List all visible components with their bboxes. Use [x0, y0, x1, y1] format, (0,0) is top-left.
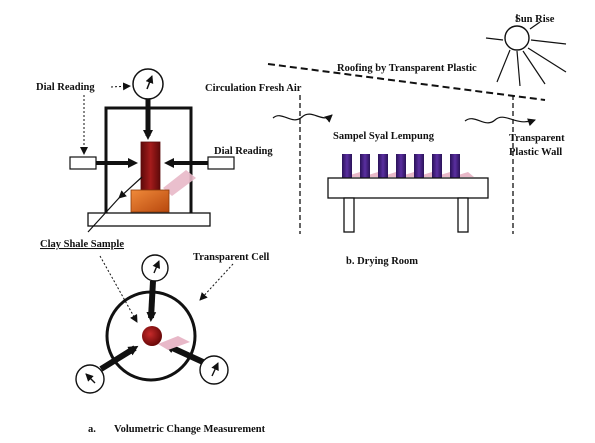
sample-pointer-arrow: [118, 176, 143, 199]
roof-line: [267, 63, 546, 101]
sample-base-block: [130, 189, 170, 213]
drying-room-caption: b. Drying Room: [346, 256, 418, 267]
clay-shale-sample-label: Clay Shale Sample: [40, 239, 124, 250]
volumetric-caption: Volumetric Change Measurement: [114, 424, 266, 435]
transparent-wall-label-1: Transparent: [509, 133, 565, 144]
sample-pointer-line: [87, 197, 120, 233]
sample-callout-arrow: [99, 255, 138, 323]
circulation-label: Circulation Fresh Air: [205, 83, 302, 94]
air-outflow-arrow: [464, 116, 536, 127]
drying-samples: [342, 154, 474, 178]
sample-shadow: [163, 170, 196, 196]
cell-load-arrow-left: [99, 345, 139, 372]
left-dial-box: [69, 156, 97, 170]
caption-a-letter: a.: [88, 424, 96, 435]
transparent-cell-label: Transparent Cell: [193, 252, 269, 263]
dial-gauge-icon: [141, 254, 169, 282]
cell-sample-shadow: [158, 336, 190, 350]
frame-base-plate: [87, 212, 211, 227]
dial-pointer-arrow: [110, 82, 131, 91]
dial-gauge-icon: [199, 355, 229, 385]
transparent-wall-label-2: Plastic Wall: [509, 147, 562, 158]
cell-load-arrow-top: [146, 280, 157, 322]
cell-sample-ball: [142, 326, 162, 346]
roofing-label: Roofing by Transparent Plastic: [337, 63, 477, 74]
right-dial-box: [207, 156, 235, 170]
air-inflow-arrow: [272, 113, 333, 123]
dial-reading-right-label: Dial Reading: [214, 146, 273, 157]
cell-callout-arrow: [199, 263, 234, 301]
sample-row-label: Sampel Syal Lempung: [333, 131, 435, 142]
dial-gauge-icon: [75, 364, 105, 394]
sun-icon: [485, 14, 567, 87]
cell-load-arrow-right: [164, 343, 205, 365]
drying-table: [327, 177, 489, 233]
dial-reading-top-label: Dial Reading: [36, 82, 95, 93]
sun-rise-label: Sun Rise: [515, 14, 555, 25]
clay-shale-sample-column: [140, 141, 161, 191]
dial-gauge-icon: [132, 68, 164, 100]
drying-sample: [450, 154, 474, 178]
